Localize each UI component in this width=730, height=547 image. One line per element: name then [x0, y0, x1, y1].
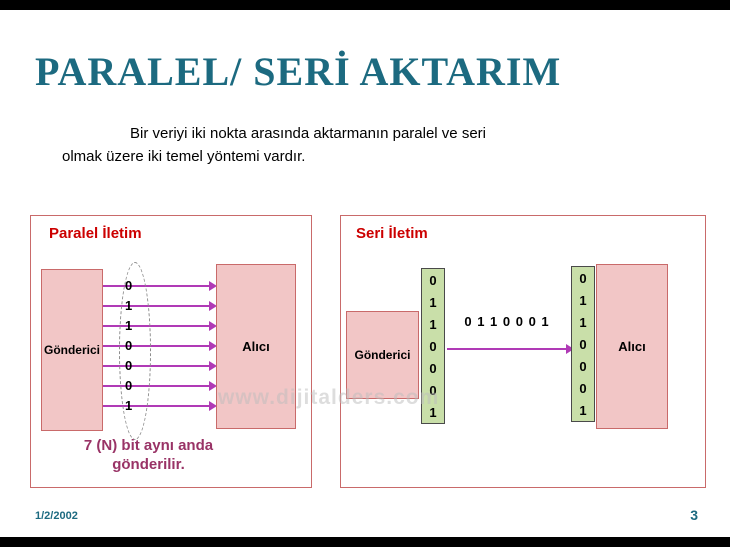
parallel-caption-line-1: 7 (N) bit aynı anda: [83, 437, 214, 454]
bit-value: 1: [579, 402, 587, 418]
bit-value: 1: [125, 298, 133, 313]
right-arrow-icon: [103, 341, 217, 351]
bit-value: 0: [579, 358, 587, 374]
bit-value: 1: [579, 314, 587, 330]
watermark-text: www.dijitalders.com: [218, 386, 440, 409]
serial-transmission-panel: Seri İletim Gönderici 0 1 1 0 0 0 1 0 1 …: [340, 215, 706, 488]
bit-value: 0: [125, 358, 133, 373]
bit-value: 1: [429, 316, 437, 332]
serial-receiver-label: Alıcı: [618, 339, 646, 354]
intro-line-1: Bir veriyi iki nokta arasında aktarmanın…: [130, 125, 486, 142]
parallel-panel-label: Paralel İletim: [49, 225, 142, 242]
wire-row: 1: [103, 316, 217, 336]
wire-row: 0: [103, 336, 217, 356]
bit-value: 0: [125, 338, 133, 353]
slide-title: PARALEL/ SERİ AKTARIM: [35, 49, 562, 94]
parallel-caption: 7 (N) bit aynı anda gönderilir.: [31, 436, 266, 474]
parallel-sender-label: Gönderici: [43, 343, 100, 357]
bit-value: 0: [579, 380, 587, 396]
wire-row: 1: [103, 296, 217, 316]
parallel-caption-line-2: gönderilir.: [112, 456, 185, 473]
serial-receiver-bit-column: 0 1 1 0 0 0 1: [571, 266, 595, 422]
wire-row: 1: [103, 396, 217, 416]
bit-value: 0: [125, 378, 133, 393]
top-black-bar: [0, 0, 730, 10]
intro-paragraph: Bir veriyi iki nokta arasında aktarmanın…: [62, 122, 592, 168]
bit-value: 1: [429, 294, 437, 310]
parallel-receiver-label: Alıcı: [242, 339, 270, 354]
intro-line-2: olmak üzere iki temel yöntemi vardır.: [62, 148, 306, 165]
slide-page-number: 3: [690, 507, 698, 523]
parallel-wires: 0 1 1 0 0 0 1: [103, 276, 217, 426]
wire-row: 0: [103, 356, 217, 376]
right-arrow-icon: [103, 381, 217, 391]
bit-value: 1: [125, 318, 133, 333]
serial-bit-stream: 0 1 1 0 0 0 1: [464, 314, 550, 329]
slide-date: 1/2/2002: [35, 510, 78, 522]
serial-receiver-box: Alıcı: [596, 264, 668, 429]
bit-value: 0: [429, 338, 437, 354]
right-arrow-icon: [103, 321, 217, 331]
bit-value: 1: [125, 398, 133, 413]
serial-sender-box: Gönderici: [346, 311, 419, 399]
right-arrow-icon: [103, 401, 217, 411]
wire-row: 0: [103, 276, 217, 296]
parallel-sender-box: Gönderici: [41, 269, 103, 431]
serial-panel-label: Seri İletim: [356, 225, 428, 242]
bit-value: 0: [429, 382, 437, 398]
wire-row: 0: [103, 376, 217, 396]
bit-value: 1: [429, 404, 437, 420]
right-arrow-icon: [447, 344, 574, 354]
bottom-black-bar: [0, 537, 730, 547]
parallel-receiver-box: Alıcı: [216, 264, 296, 429]
bit-value: 0: [429, 272, 437, 288]
serial-sender-label: Gönderici: [354, 348, 411, 362]
bit-value: 1: [579, 292, 587, 308]
bit-value: 0: [125, 278, 133, 293]
serial-sender-bit-column: 0 1 1 0 0 0 1: [421, 268, 445, 424]
bits-ellipse-outline: [119, 262, 151, 440]
right-arrow-icon: [103, 281, 217, 291]
right-arrow-icon: [103, 361, 217, 371]
bit-value: 0: [429, 360, 437, 376]
bit-value: 0: [579, 270, 587, 286]
bit-value: 0: [579, 336, 587, 352]
right-arrow-icon: [103, 301, 217, 311]
parallel-transmission-panel: Paralel İletim Gönderici 0 1 1 0 0: [30, 215, 312, 488]
